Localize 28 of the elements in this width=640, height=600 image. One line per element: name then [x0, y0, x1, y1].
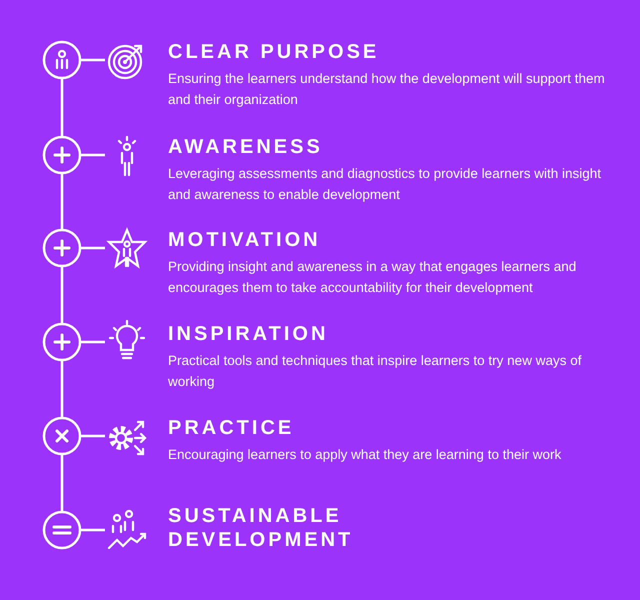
step-description: Ensuring the learners understand how the development will support them and their organization — [168, 70, 606, 109]
connector-line — [60, 267, 64, 323]
step-heading: CLEAR PURPOSE — [168, 40, 380, 64]
step-heading: SUSTAINABLE DEVELOPMENT — [168, 504, 354, 552]
step-heading: PRACTICE — [168, 416, 294, 440]
step-description: Leveraging assessments and diagnostics to provide learners with insight and awareness to enable development — [168, 165, 602, 204]
connector-line — [60, 174, 64, 229]
step-circle — [42, 416, 82, 456]
step-description: Providing insight and awareness in a way that engages learners and encourages them to take accountability for their development — [168, 258, 578, 297]
step-circle — [42, 135, 82, 175]
step-circle — [42, 228, 82, 268]
connector-line — [81, 246, 105, 250]
connector-line — [60, 455, 64, 511]
connector-line — [81, 434, 105, 438]
step-circle — [42, 40, 82, 80]
step-circle — [42, 510, 82, 550]
step-description: Encouraging learners to apply what they are learning to their work — [168, 446, 562, 464]
step-heading: MOTIVATION — [168, 228, 321, 252]
connector-line — [81, 340, 105, 344]
connector-line — [81, 528, 105, 532]
connector-line — [81, 154, 105, 156]
step-heading: AWARENESS — [168, 135, 323, 159]
step-circle — [42, 322, 82, 362]
connector-line — [60, 79, 64, 136]
connector-line — [81, 58, 105, 62]
step-heading: INSPIRATION — [168, 322, 328, 346]
connector-line — [60, 361, 64, 417]
step-description: Practical tools and techniques that inspire learners to try new ways of working — [168, 352, 582, 391]
